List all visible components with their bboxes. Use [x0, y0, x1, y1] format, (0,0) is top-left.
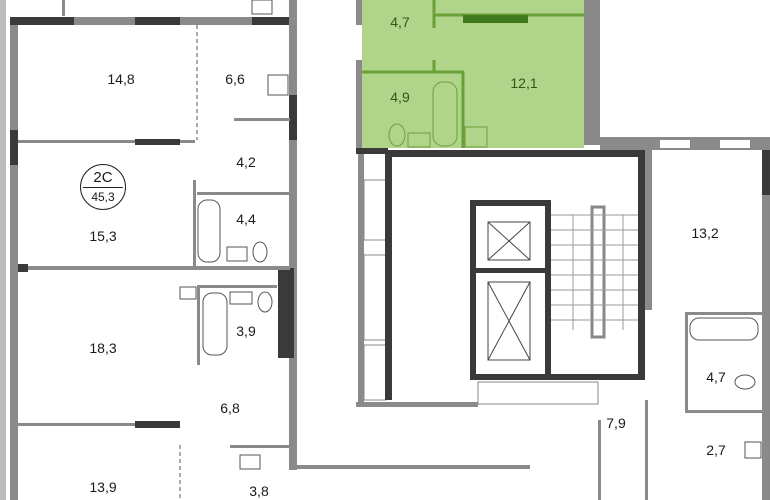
room-area: 3,9	[236, 323, 256, 339]
room-area: 7,9	[606, 415, 626, 431]
apartment-badge[interactable]: 2С 45,3	[80, 164, 126, 210]
room-area: 2,7	[706, 442, 726, 458]
room-area: 4,7	[706, 369, 726, 385]
room-area: 3,8	[249, 483, 269, 499]
room-area: 13,2	[691, 225, 719, 241]
highlighted-apartment[interactable]	[362, 0, 584, 148]
room-area: 13,9	[89, 479, 117, 495]
green-wall-segment	[463, 15, 528, 23]
room-area: 18,3	[89, 340, 117, 356]
room-area: 4,4	[236, 211, 256, 227]
room-area: 4,9	[390, 89, 410, 105]
room-area: 12,1	[510, 75, 538, 91]
badge-divider	[83, 187, 123, 188]
apartment-total-area: 45,3	[91, 190, 115, 204]
room-area: 6,8	[220, 400, 240, 416]
apartment-type: 2С	[93, 169, 113, 186]
room-area: 15,3	[89, 228, 117, 244]
room-area: 4,7	[390, 14, 410, 30]
room-area: 14,8	[107, 71, 135, 87]
room-area: 4,2	[236, 154, 256, 170]
room-area: 6,6	[225, 71, 245, 87]
